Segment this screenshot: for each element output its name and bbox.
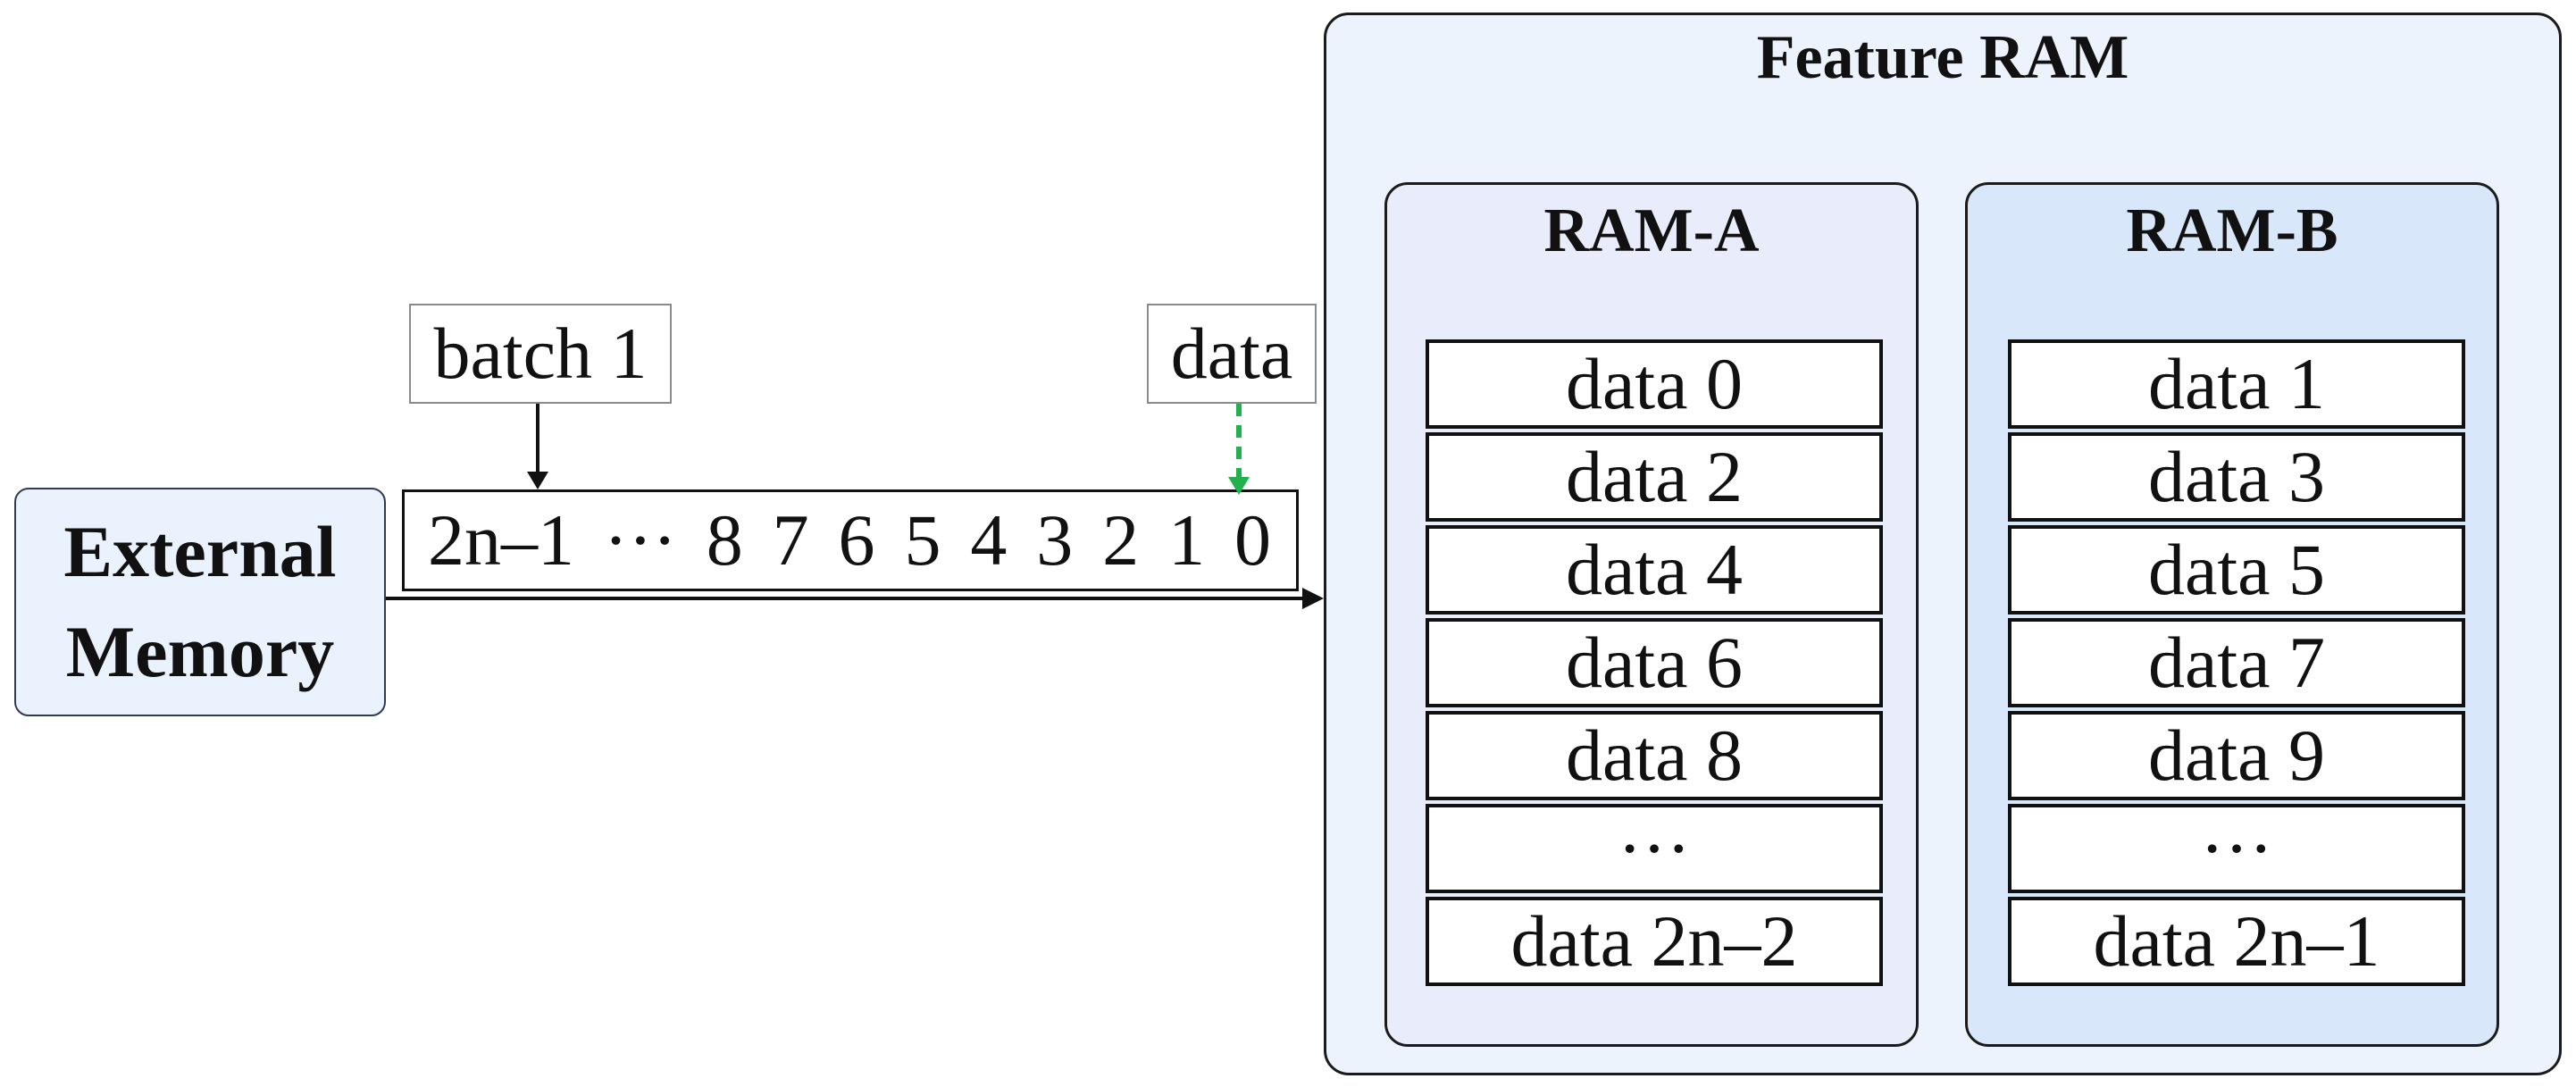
feature-ram-title: Feature RAM: [1756, 23, 2129, 92]
stream-item: 0: [1234, 499, 1271, 581]
ram-a-cell: data 2: [1426, 432, 1883, 522]
data-pointer-arrow: [1228, 404, 1250, 495]
ram-a-cell: data 6: [1426, 618, 1883, 707]
stream-item: ···: [603, 499, 677, 581]
stream-item: 7: [772, 499, 809, 581]
stream-item: 2: [1102, 499, 1140, 581]
ram-a-cells: data 0 data 2 data 4 data 6 data 8 ··· d…: [1426, 339, 1883, 986]
external-memory-label-line1: External: [63, 511, 337, 592]
transfer-arrow: [386, 588, 1324, 609]
batch-label: batch 1: [409, 304, 672, 404]
external-memory-label-line2: Memory: [65, 611, 335, 692]
stream-item: 4: [970, 499, 1008, 581]
ram-b-cell: data 2n–1: [2008, 897, 2465, 986]
ram-b-title: RAM-B: [2126, 196, 2338, 265]
ram-b-cell: data 9: [2008, 711, 2465, 800]
ram-a-cell: data 2n–2: [1426, 897, 1883, 986]
ram-a-cell: data 8: [1426, 711, 1883, 800]
stream-item: 1: [1168, 499, 1206, 581]
stream-item: 5: [904, 499, 941, 581]
ram-b-cell: data 3: [2008, 432, 2465, 522]
stream-item: 8: [706, 499, 743, 581]
data-stream-box: 2n–1 ··· 8 7 6 5 4 3 2 1 0: [402, 489, 1299, 591]
ram-a-cell: data 4: [1426, 525, 1883, 615]
external-memory-block: External Memory: [14, 488, 386, 716]
ram-b-cell: data 7: [2008, 618, 2465, 707]
stream-item: 3: [1036, 499, 1074, 581]
stream-item: 6: [838, 499, 875, 581]
ram-b-cell: data 1: [2008, 339, 2465, 429]
batch-pointer-arrow: [527, 404, 548, 489]
stream-item: 2n–1: [428, 499, 574, 581]
ram-b-cell: data 5: [2008, 525, 2465, 615]
ram-b-cells: data 1 data 3 data 5 data 7 data 9 ··· d…: [2008, 339, 2465, 986]
data-pointer-label: data: [1147, 304, 1317, 404]
ram-a-cell: data 0: [1426, 339, 1883, 429]
ram-a-cell: ···: [1426, 804, 1883, 893]
ram-b-cell: ···: [2008, 804, 2465, 893]
ram-a-title: RAM-A: [1543, 196, 1760, 265]
